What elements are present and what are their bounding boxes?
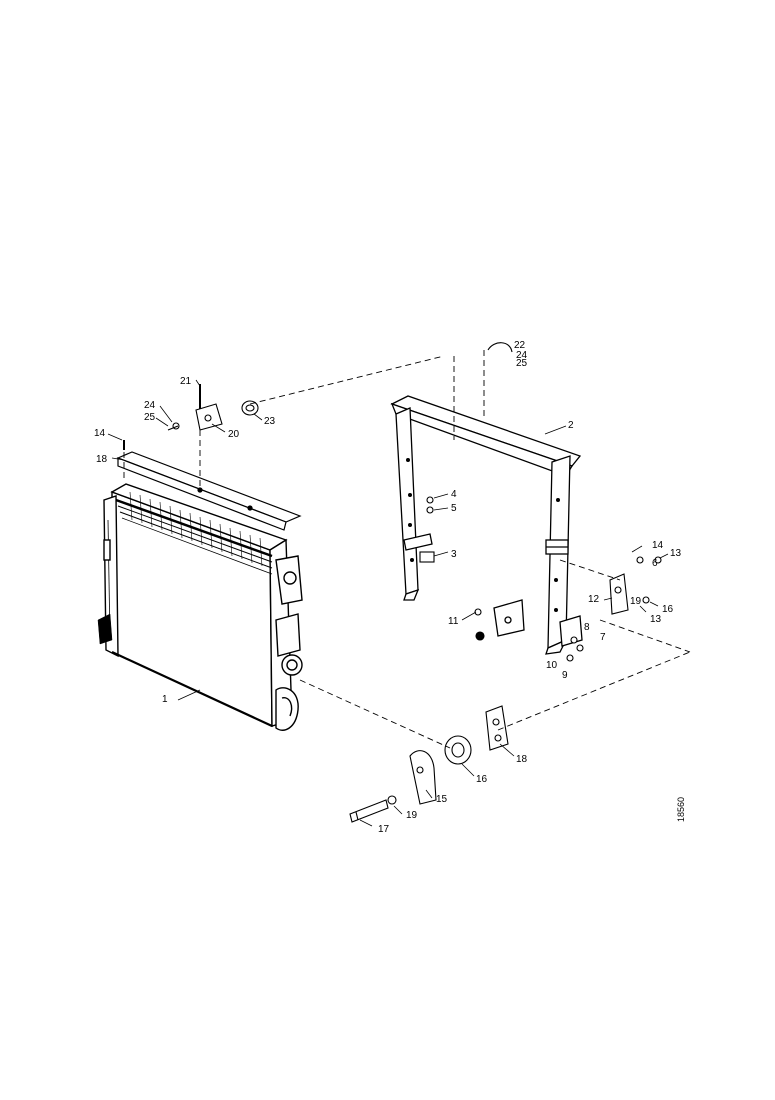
callout-24-b: 24 <box>516 350 528 361</box>
callout-8: 8 <box>584 622 590 633</box>
callout-12: 12 <box>588 594 600 605</box>
callout-25: 25 <box>144 412 156 423</box>
callout-3: 3 <box>451 549 457 560</box>
callout-20: 20 <box>228 429 240 440</box>
assembly-lines <box>123 350 691 749</box>
callout-11: 11 <box>448 616 459 627</box>
callout-labels: 1 2 3 4 5 6 7 8 9 10 11 12 13 14 15 16 1… <box>94 340 682 835</box>
callout-22: 22 <box>514 340 526 351</box>
callout-17: 17 <box>378 824 390 835</box>
leader-lines <box>107 379 669 827</box>
callout-6: 6 <box>476 632 482 643</box>
callout-14-b: 14 <box>94 428 106 439</box>
callout-13-b: 13 <box>650 614 662 625</box>
callout-25-b: 25 <box>516 358 528 369</box>
callout-18: 18 <box>516 754 528 765</box>
top-mounting-strip <box>116 451 302 531</box>
callout-13: 13 <box>670 548 682 559</box>
callout-15: 15 <box>436 794 448 805</box>
callout-9: 9 <box>562 670 568 681</box>
callout-18-b: 18 <box>96 454 108 465</box>
callout-19-b: 19 <box>630 596 642 607</box>
fasteners <box>123 342 662 823</box>
callout-1: 1 <box>162 694 168 705</box>
callout-7: 7 <box>600 632 606 643</box>
callout-19: 19 <box>406 810 418 821</box>
callout-21: 21 <box>180 376 192 387</box>
callout-14: 14 <box>652 540 664 551</box>
callout-16-b: 16 <box>662 604 674 615</box>
radiator-frame <box>390 395 583 655</box>
callout-4: 4 <box>451 489 457 500</box>
callout-23: 23 <box>264 416 276 427</box>
callout-16: 16 <box>476 774 488 785</box>
callout-10: 10 <box>546 660 558 671</box>
callout-2: 2 <box>568 420 574 431</box>
callout-6-b: 6 <box>652 558 658 569</box>
callout-24: 24 <box>144 400 156 411</box>
radiator <box>97 483 303 731</box>
drawing-reference-number: 18560 <box>676 797 686 822</box>
callout-5: 5 <box>451 503 457 514</box>
